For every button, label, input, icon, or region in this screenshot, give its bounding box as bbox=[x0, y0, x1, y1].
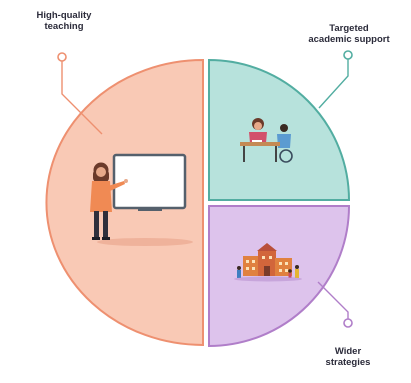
teaching-label-line2: teaching bbox=[44, 21, 84, 32]
targeted-label-line2: academic support bbox=[308, 34, 390, 45]
teacher-whiteboard-icon bbox=[90, 153, 193, 246]
teaching-label-line1: High-quality bbox=[36, 10, 92, 21]
targeted-label: Targeted academic support bbox=[290, 23, 408, 45]
wider-label: Wider strategies bbox=[318, 346, 378, 368]
targeted-connector bbox=[318, 50, 353, 109]
student-tutor-icon bbox=[240, 118, 293, 163]
teaching-label: High-quality teaching bbox=[22, 10, 106, 32]
teaching-connector bbox=[57, 52, 103, 135]
wider-label-line1: Wider bbox=[334, 346, 362, 357]
targeted-segment bbox=[208, 58, 351, 201]
wider-label-line2: strategies bbox=[325, 357, 371, 368]
school-building-icon bbox=[234, 243, 302, 282]
targeted-label-line1: Targeted bbox=[329, 23, 369, 34]
wider-connector bbox=[317, 281, 353, 328]
